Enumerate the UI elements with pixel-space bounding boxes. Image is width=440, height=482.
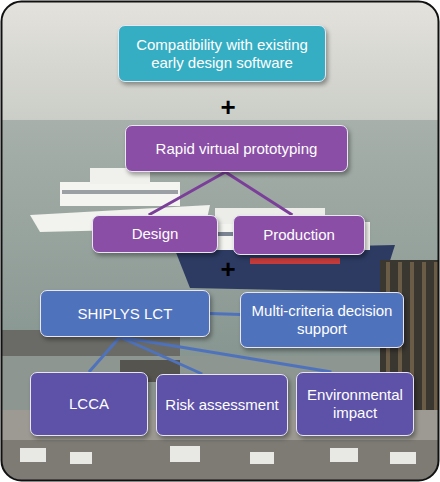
requirement-box: Compatibility with existing early design… — [118, 25, 326, 82]
box-text: Environmental impact — [303, 386, 407, 422]
process-box: Design — [92, 215, 218, 253]
module-box: Risk assessment — [156, 374, 288, 436]
box-text: Rapid virtual prototyping — [156, 140, 318, 158]
box-text: LCCA — [69, 395, 109, 413]
module-box: LCCA — [30, 372, 148, 436]
box-text: Production — [263, 226, 335, 244]
process-box: Rapid virtual prototyping — [125, 125, 348, 172]
box-text: Compatibility with existing early design… — [125, 36, 319, 72]
box-text: Multi-criteria decision support — [247, 302, 397, 338]
box-text: SHIPLYS LCT — [78, 305, 173, 323]
tool-box: Multi-criteria decision support — [240, 292, 404, 348]
box-text: Design — [132, 225, 179, 243]
connector-line — [89, 337, 120, 372]
module-box: Environmental impact — [296, 372, 414, 436]
connector-line — [210, 312, 240, 316]
tool-box: SHIPLYS LCT — [40, 290, 210, 337]
connector-line — [225, 172, 292, 215]
plus-sign: + — [213, 256, 243, 282]
plus-sign: + — [213, 94, 243, 120]
process-box: Production — [233, 215, 365, 255]
box-text: Risk assessment — [165, 396, 278, 414]
connector-line — [149, 172, 226, 215]
connector-line — [120, 337, 202, 374]
